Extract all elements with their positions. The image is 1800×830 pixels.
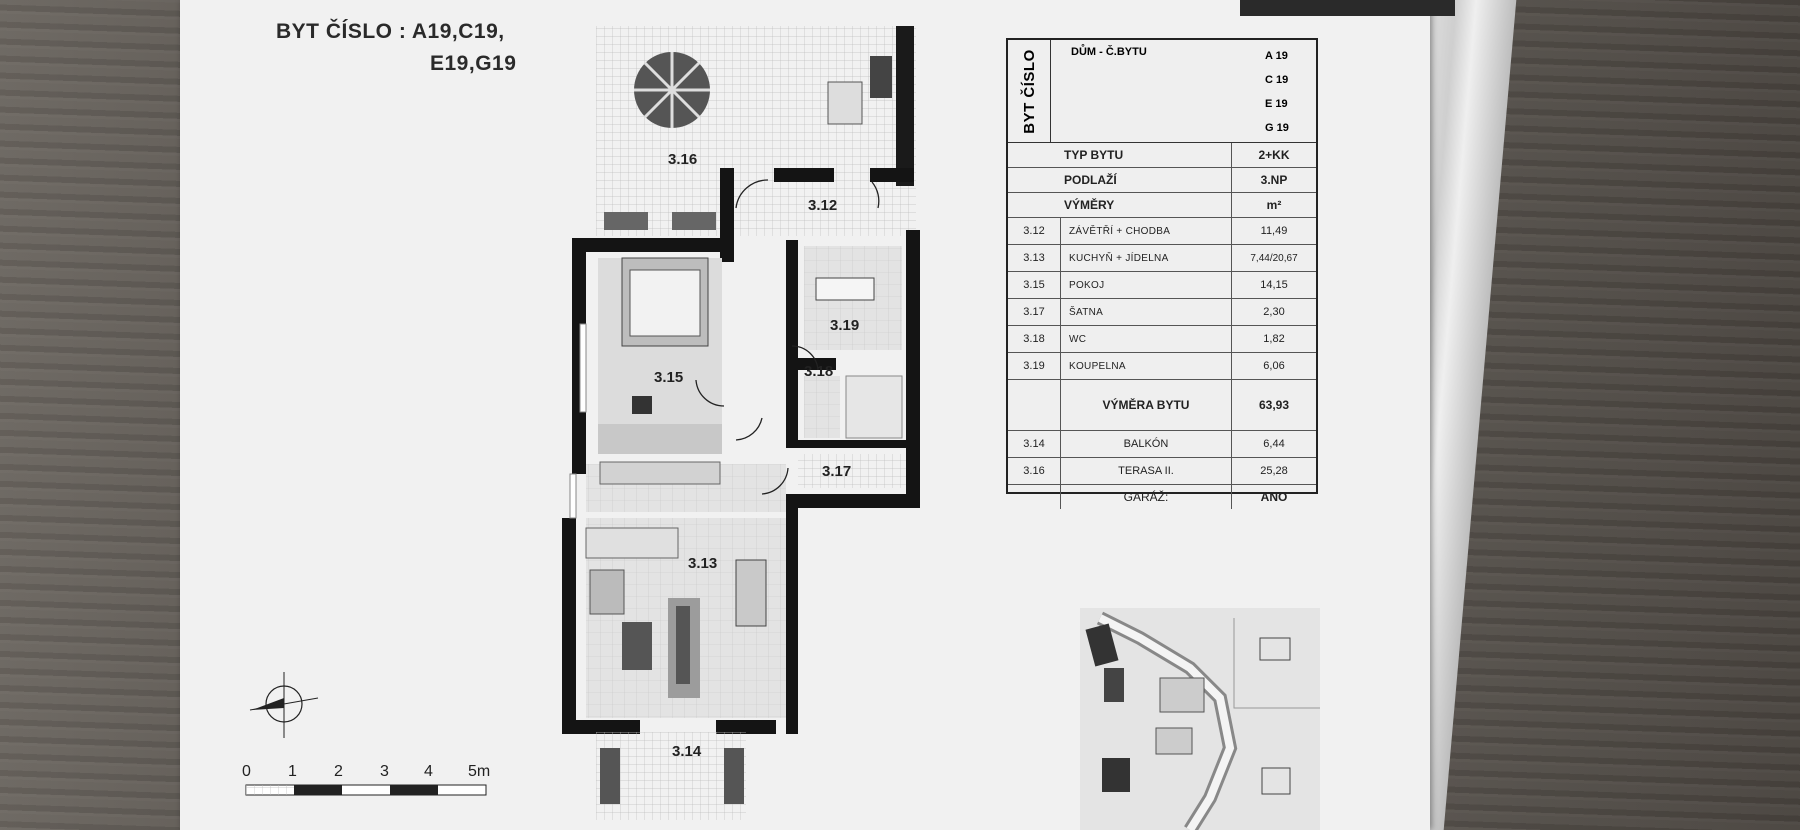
table-row: 3.16 TERASA II. 25,28 bbox=[1008, 458, 1316, 485]
table-row: 3.15 POKOJ 14,15 bbox=[1008, 272, 1316, 299]
table-row: 3.12 ZÁVĚTŘÍ + CHODBA 11,49 bbox=[1008, 218, 1316, 245]
room-label-3-18: 3.18 bbox=[804, 363, 833, 380]
table-row-type: TYP BYTU 2+KK bbox=[1008, 143, 1316, 168]
door-swings bbox=[695, 179, 880, 495]
house-flat-values: A 19 C 19 E 19 G 19 bbox=[1265, 44, 1289, 140]
room-label-3-15: 3.15 bbox=[654, 369, 683, 386]
flat-value-a19: A 19 bbox=[1265, 50, 1288, 62]
table-row: 3.17 ŠATNA 2,30 bbox=[1008, 299, 1316, 326]
scale-tick-5m: 5m bbox=[468, 763, 490, 780]
area-table: BYT ČÍSLO DŮM - Č.BYTU A 19 C 19 E 19 G … bbox=[1006, 38, 1318, 509]
table-row-areas-unit: VÝMĚRY m² bbox=[1008, 193, 1316, 218]
room-label-3-14: 3.14 bbox=[672, 743, 702, 760]
table-row: 3.19 KOUPELNA 6,06 bbox=[1008, 353, 1316, 380]
scale-tick-3: 3 bbox=[380, 763, 389, 780]
flat-value-e19: E 19 bbox=[1265, 98, 1288, 110]
table-row-total-area: VÝMĚRA BYTU 63,93 bbox=[1008, 380, 1316, 431]
previous-page-strip bbox=[1240, 0, 1455, 16]
table-row-floor: PODLAŽÍ 3.NP bbox=[1008, 168, 1316, 193]
table-row-garage: GARÁŽ: ANO bbox=[1008, 485, 1316, 509]
room-label-3-17: 3.17 bbox=[822, 463, 851, 480]
scale-bar: 0 1 2 3 4 5m bbox=[242, 763, 490, 796]
flat-value-c19: C 19 bbox=[1265, 74, 1289, 86]
scale-tick-4: 4 bbox=[424, 763, 433, 780]
scale-tick-2: 2 bbox=[334, 763, 343, 780]
table-row: 3.14 BALKÓN 6,44 bbox=[1008, 431, 1316, 458]
north-arrow-icon bbox=[249, 672, 319, 738]
house-flat-label: DŮM - Č.BYTU bbox=[1071, 46, 1147, 58]
room-label-3-13: 3.13 bbox=[688, 555, 717, 572]
floor-plan-drawing: 3.16 3.12 3.19 3.18 3.15 3.17 3.13 3.14 bbox=[562, 26, 920, 820]
interior-furniture bbox=[569, 246, 906, 820]
apartment-walls bbox=[562, 168, 920, 734]
table-row: 3.13 KUCHYŇ + JÍDELNA 7,44/20,67 bbox=[1008, 245, 1316, 272]
room-label-3-19: 3.19 bbox=[830, 317, 859, 334]
table-side-title: BYT ČÍSLO bbox=[1020, 48, 1038, 134]
scale-tick-1: 1 bbox=[288, 763, 297, 780]
site-location-map bbox=[1080, 608, 1320, 830]
scale-tick-0: 0 bbox=[242, 763, 251, 780]
apartment-number-title: BYT ČÍSLO : A19,C19, bbox=[276, 20, 505, 43]
room-label-3-12: 3.12 bbox=[808, 197, 837, 214]
table-header: BYT ČÍSLO DŮM - Č.BYTU A 19 C 19 E 19 G … bbox=[1008, 40, 1316, 143]
room-label-3-16: 3.16 bbox=[668, 151, 697, 168]
flat-value-g19: G 19 bbox=[1265, 122, 1289, 134]
terrace-area bbox=[596, 26, 916, 236]
apartment-number-title-line2: E19,G19 bbox=[430, 52, 517, 75]
table-row: 3.18 WC 1,82 bbox=[1008, 326, 1316, 353]
